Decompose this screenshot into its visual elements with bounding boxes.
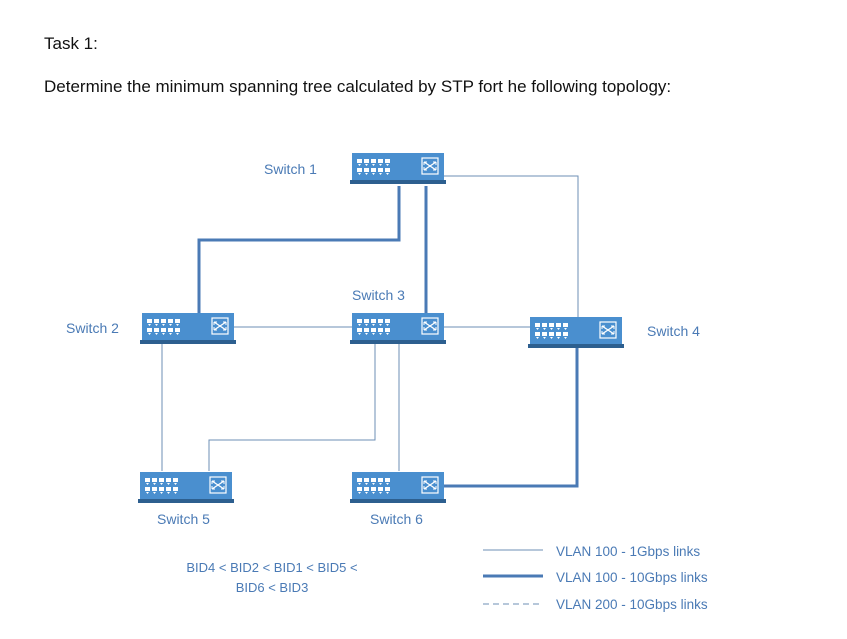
- legend-thick-label: VLAN 100 - 10Gbps links: [556, 570, 708, 585]
- switch-3-icon[interactable]: [349, 312, 447, 345]
- bid-order-line-1: BID4 < BID2 < BID1 < BID5 <: [186, 560, 357, 575]
- bid-order-line-2: BID6 < BID3: [236, 580, 309, 595]
- switch-5-icon[interactable]: [137, 471, 235, 504]
- thick-links: [197, 186, 579, 488]
- switch-1-label: Switch 1: [264, 161, 317, 177]
- thin-links: [161, 175, 579, 471]
- link-s1-s4: [444, 175, 579, 318]
- legend: VLAN 100 - 1Gbps links VLAN 100 - 10Gbps…: [483, 544, 708, 612]
- switch-2-icon[interactable]: [139, 312, 237, 345]
- switch-1-icon[interactable]: [349, 152, 447, 185]
- legend-thin-label: VLAN 100 - 1Gbps links: [556, 544, 700, 559]
- task-description: Determine the minimum spanning tree calc…: [44, 77, 672, 96]
- link-s3-s5: [208, 342, 376, 471]
- switch-6-label: Switch 6: [370, 511, 423, 527]
- switch-3-label: Switch 3: [352, 287, 405, 303]
- legend-dashed-label: VLAN 200 - 10Gbps links: [556, 597, 708, 612]
- switch-4-label: Switch 4: [647, 323, 700, 339]
- link-s1-s2: [197, 186, 401, 318]
- switch-4-icon[interactable]: [527, 316, 625, 349]
- switch-6-icon[interactable]: [349, 471, 447, 504]
- switch-2-label: Switch 2: [66, 320, 119, 336]
- task-title: Task 1:: [44, 34, 98, 53]
- switch-5-label: Switch 5: [157, 511, 210, 527]
- link-s6-s4: [444, 342, 579, 488]
